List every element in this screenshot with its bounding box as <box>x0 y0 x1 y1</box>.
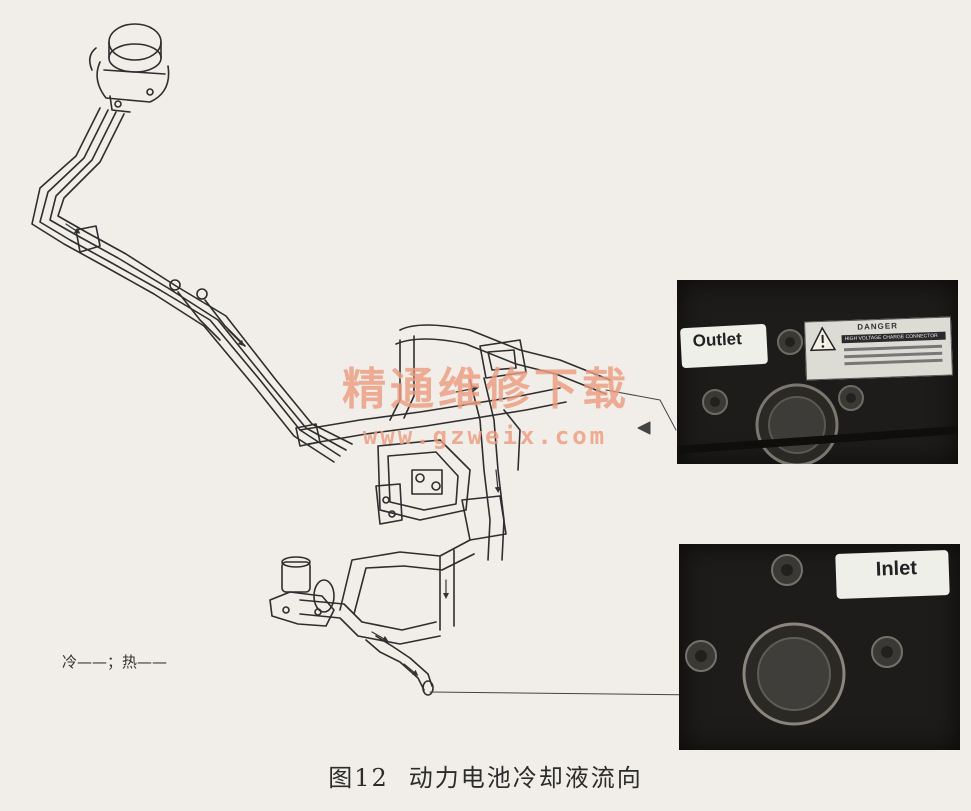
high-voltage-warning-label: DANGER HIGH VOLTAGE CHARGE CONNECTOR <box>804 316 953 381</box>
figure-caption: 图12 动力电池冷却液流向 <box>0 758 971 793</box>
outlet-label: Outlet <box>692 329 743 351</box>
inlet-port-photo: Inlet <box>679 544 960 750</box>
inlet-label: Inlet <box>875 557 918 581</box>
outlet-label-tag: Outlet <box>680 323 768 369</box>
hose-bundle-upper <box>31 107 353 463</box>
central-manifold <box>299 324 611 561</box>
figure-number: 图12 <box>328 764 389 792</box>
flow-arrows <box>65 223 501 676</box>
warning-triangle-icon <box>809 326 837 352</box>
warning-header: DANGER <box>857 321 899 332</box>
coolant-reservoir <box>88 23 170 113</box>
outlet-port-photo: Outlet DANGER HIGH VOLTAGE CHARGE CONNEC… <box>677 280 958 464</box>
warning-text: HIGH VOLTAGE CHARGE CONNECTOR <box>841 331 946 344</box>
watermark: 精通维修下载 <box>342 364 630 415</box>
inlet-label-tag: Inlet <box>835 550 950 599</box>
hose-lower-loop <box>299 539 475 696</box>
figure-title: 动力电池冷却液流向 <box>408 764 643 792</box>
flow-legend: 冷——；热—— <box>62 653 168 671</box>
sensor-leads <box>169 279 246 347</box>
watermark-url: www.gzweix.com <box>362 422 608 450</box>
electric-water-pump <box>269 556 335 627</box>
